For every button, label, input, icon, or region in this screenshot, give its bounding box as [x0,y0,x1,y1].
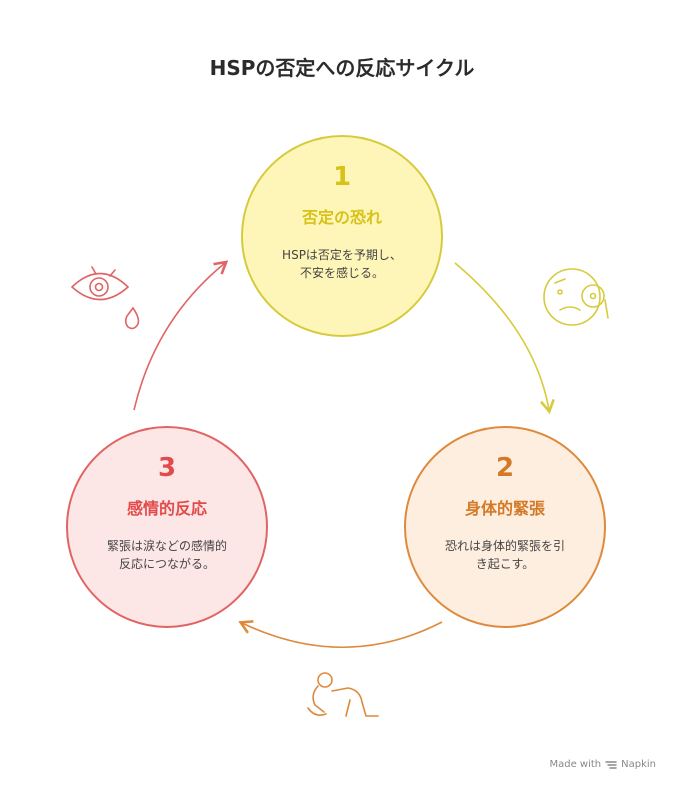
node-3-desc-line-2: 反応につながる。 [118,557,215,571]
made-with-label: Made with [549,759,602,770]
made-with-napkin[interactable]: Made with Napkin [549,759,656,770]
crying-eye-icon [70,266,140,330]
node-3-desc-line-1: 緊張は涙などの感情的 [106,539,227,553]
node-1-desc-line-1: HSPは否定を予期し、 [282,248,402,262]
node-1-title: 否定の恐れ [301,208,382,227]
node-circle-1 [241,135,443,337]
node-circle-3 [66,426,268,628]
node-3: 3 感情的反応 緊張は涙などの感情的 反応につながる。 [67,453,267,573]
napkin-brand: Napkin [621,759,656,770]
napkin-logo-icon [605,760,617,769]
node-3-title: 感情的反応 [126,499,207,518]
crouching-person-icon [307,672,379,717]
node-2: 2 身体的緊張 恐れは身体的緊張を引 き起こす。 [405,453,605,573]
node-1-number: 1 [332,162,352,192]
page-title: HSPの否定への反応サイクル [209,56,475,80]
node-2-desc-line-2: き起こす。 [475,557,535,571]
node-2-number: 2 [495,453,515,483]
node-1: 1 否定の恐れ HSPは否定を予期し、 不安を感じる。 [242,162,442,282]
node-1-desc: HSPは否定を予期し、 不安を感じる。 [242,246,442,282]
node-2-desc: 恐れは身体的緊張を引 き起こす。 [405,537,605,573]
node-3-desc: 緊張は涙などの感情的 反応につながる。 [67,537,267,573]
arrow-1-to-2 [454,262,555,415]
node-3-number: 3 [157,453,177,483]
arrow-2-to-3 [238,620,443,648]
node-2-title: 身体的緊張 [464,499,545,518]
worried-face-icon [543,268,609,326]
arrow-3-to-1 [133,260,229,411]
node-2-desc-line-1: 恐れは身体的緊張を引 [444,539,565,553]
node-circle-2 [404,426,606,628]
node-1-desc-line-2: 不安を感じる。 [299,266,384,280]
